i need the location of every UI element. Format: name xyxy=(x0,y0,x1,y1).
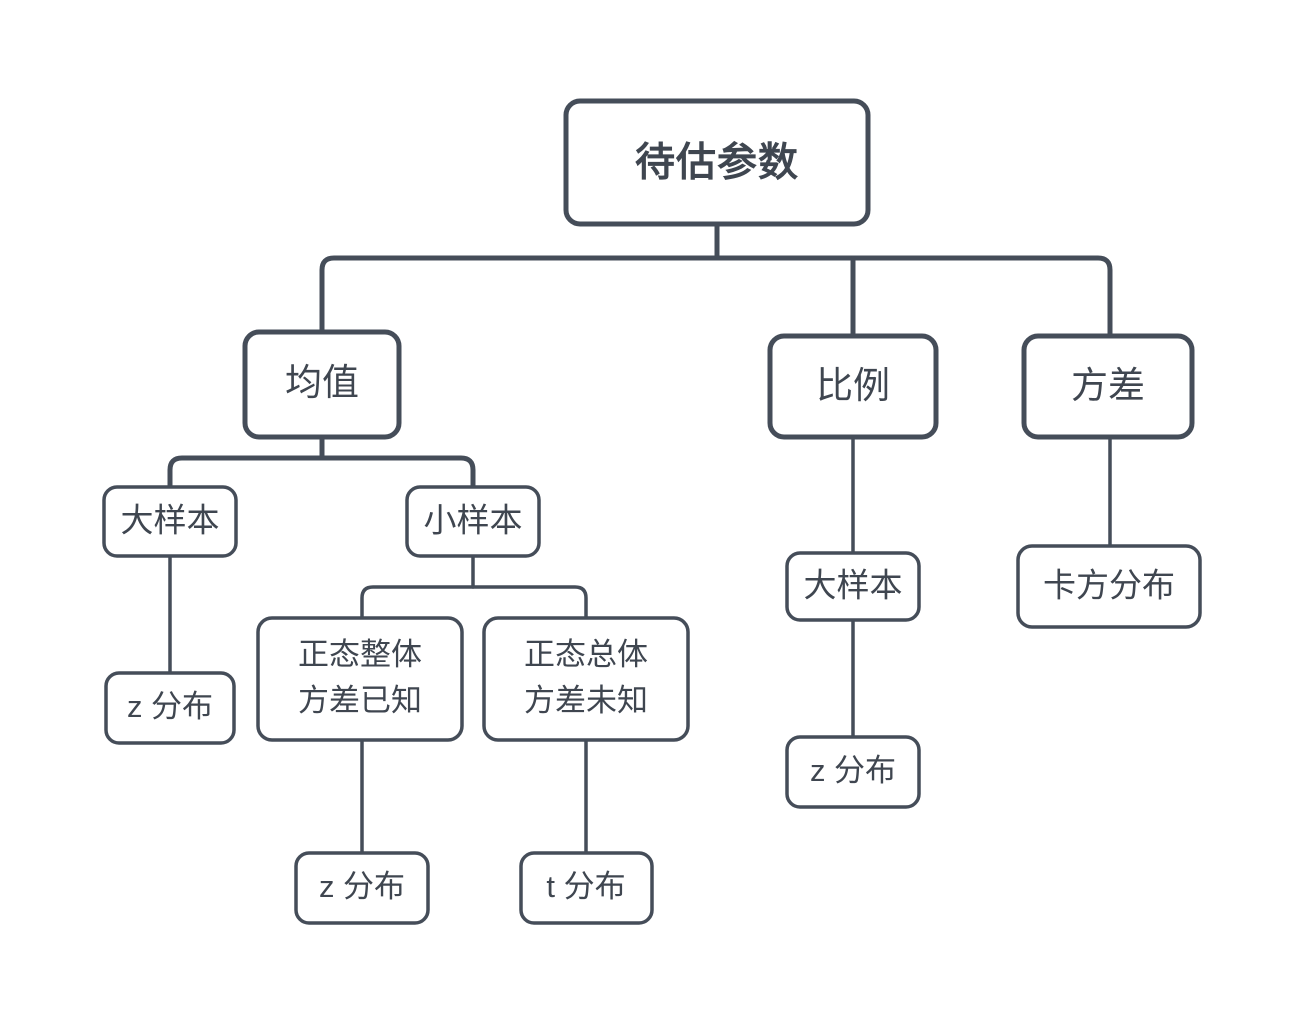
node-proportion[interactable]: 比例 xyxy=(767,333,939,440)
node-variance-box xyxy=(1021,333,1195,440)
node-variance-chisq-box xyxy=(1016,544,1202,629)
node-variance[interactable]: 方差 xyxy=(1021,333,1195,440)
node-mean-large-z-box xyxy=(104,671,236,745)
node-normal-unknown-var[interactable]: 正态总体 方差未知 xyxy=(482,616,690,742)
node-mean-large-sample-box xyxy=(102,485,238,558)
node-normal-known-var-box xyxy=(256,616,464,742)
node-normal-known-z-label: z 分布 xyxy=(319,869,405,904)
node-normal-known-var-line1: 正态整体 xyxy=(298,637,422,672)
node-mean-large-sample[interactable]: 大样本 xyxy=(102,485,238,558)
node-normal-known-var-line2: 方差已知 xyxy=(298,683,422,718)
node-mean-label: 均值 xyxy=(285,362,359,403)
node-variance-label: 方差 xyxy=(1071,365,1145,406)
node-mean-large-z-label: z 分布 xyxy=(127,689,213,724)
node-proportion-label: 比例 xyxy=(816,365,890,406)
node-mean-large-z[interactable]: z 分布 xyxy=(104,671,236,745)
node-root-label: 待估参数 xyxy=(635,141,799,185)
node-mean-small-sample-box xyxy=(405,485,541,558)
node-normal-unknown-var-line2: 方差未知 xyxy=(524,683,648,718)
node-prop-large-z[interactable]: z 分布 xyxy=(785,735,921,809)
node-normal-known-z-box xyxy=(294,851,430,925)
node-variance-chisq-label: 卡方分布 xyxy=(1043,567,1175,604)
node-normal-unknown-var-line1: 正态总体 xyxy=(524,637,648,672)
node-normal-unknown-var-box xyxy=(482,616,690,742)
node-root[interactable]: 待估参数 xyxy=(563,98,871,227)
node-prop-large-sample-box xyxy=(785,551,921,622)
edge-root-bus xyxy=(319,255,1113,339)
edge-mean-bus xyxy=(167,455,476,490)
node-mean-small-sample[interactable]: 小样本 xyxy=(405,485,541,558)
node-root-box xyxy=(563,98,871,227)
node-prop-large-z-label: z 分布 xyxy=(810,753,896,788)
node-normal-unknown-t-box xyxy=(519,851,654,925)
node-variance-chisq[interactable]: 卡方分布 xyxy=(1016,544,1202,629)
node-mean[interactable]: 均值 xyxy=(242,329,402,440)
node-mean-small-sample-label: 小样本 xyxy=(424,502,523,539)
node-normal-known-var[interactable]: 正态整体 方差已知 xyxy=(256,616,464,742)
node-normal-unknown-t-label: t 分布 xyxy=(546,869,625,904)
edge-smallsample-bus xyxy=(360,585,588,620)
node-mean-box xyxy=(242,329,402,440)
node-mean-large-sample-label: 大样本 xyxy=(121,502,220,539)
node-normal-unknown-t[interactable]: t 分布 xyxy=(519,851,654,925)
node-prop-large-sample[interactable]: 大样本 xyxy=(785,551,921,622)
node-prop-large-z-box xyxy=(785,735,921,809)
node-normal-known-z[interactable]: z 分布 xyxy=(294,851,430,925)
node-prop-large-sample-label: 大样本 xyxy=(804,567,903,604)
node-proportion-box xyxy=(767,333,939,440)
